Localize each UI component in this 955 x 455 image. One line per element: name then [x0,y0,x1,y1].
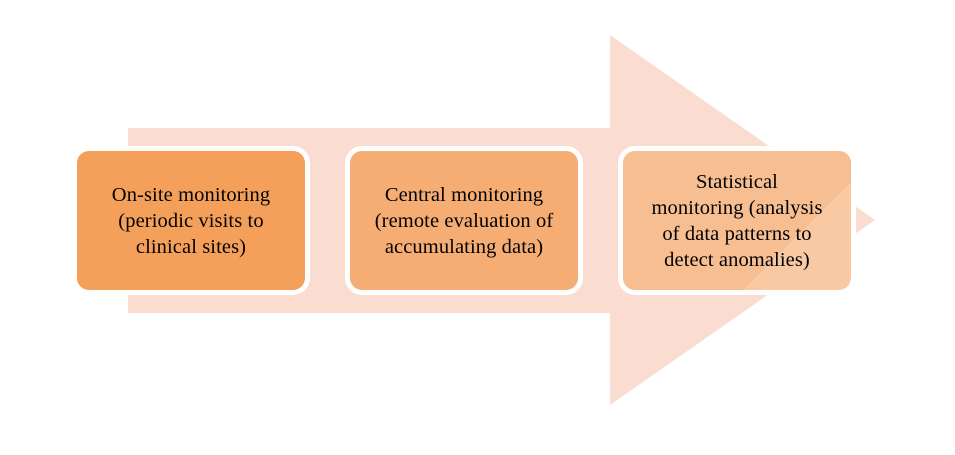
process-step-statistical-monitoring[interactable]: Statistical monitoring (analysis of data… [618,146,856,295]
process-step-label: Central monitoring (remote evaluation of… [374,183,554,258]
process-step-label: Statistical monitoring (analysis of data… [651,170,823,271]
process-step-on-site-monitoring[interactable]: On-site monitoring (periodic visits to c… [72,146,310,295]
process-step-central-monitoring[interactable]: Central monitoring (remote evaluation of… [345,146,583,295]
process-step-label: On-site monitoring (periodic visits to c… [111,183,271,258]
